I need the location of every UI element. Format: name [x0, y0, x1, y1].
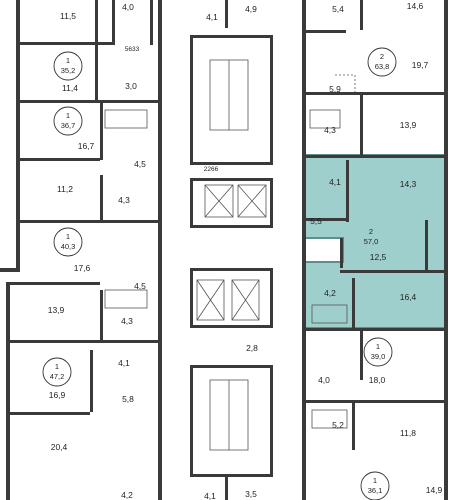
apt-area: 40,3 [61, 242, 76, 251]
apt-area: 36,1 [368, 486, 383, 495]
room-area: 4,3 [118, 195, 130, 205]
apt-badge-left-3[interactable]: 1 40,3 [53, 227, 83, 257]
room-area: 11,5 [60, 11, 76, 21]
room-area: 17,6 [74, 263, 91, 273]
apt-badge-right-3[interactable]: 1 39,0 [363, 337, 393, 367]
room-area: 4,3 [121, 316, 133, 326]
room-area: 19,7 [412, 60, 429, 70]
room-area: 2266 [204, 166, 219, 173]
room-area: 12,5 [370, 252, 387, 262]
room-area: 4,1 [204, 491, 216, 500]
room-area: 16,9 [49, 390, 66, 400]
room-area: 3,0 [125, 81, 137, 91]
room-area: 4,3 [324, 125, 336, 135]
apt-rooms: 1 [376, 342, 380, 351]
room-area: 2,8 [246, 343, 258, 353]
room-area: 3,5 [245, 489, 257, 499]
room-area: 14,3 [400, 179, 417, 189]
apt-rooms: 2 [369, 227, 373, 236]
room-area: 5,4 [332, 4, 344, 14]
room-area: 16,4 [400, 292, 417, 302]
room-area: 5633 [125, 46, 140, 53]
room-area: 18,0 [369, 375, 386, 385]
apt-badge-left-4[interactable]: 1 47,2 [42, 357, 72, 387]
room-area: 4,0 [318, 375, 330, 385]
room-area: 4,2 [324, 288, 336, 298]
apt-area: 63,8 [375, 62, 390, 71]
apt-rooms: 2 [380, 52, 384, 61]
apt-rooms: 1 [55, 362, 59, 371]
room-area: 13,9 [48, 305, 65, 315]
room-area: 11,8 [400, 428, 416, 438]
apt-area: 36,7 [61, 121, 76, 130]
room-area: 4,1 [329, 177, 341, 187]
room-area: 14,6 [407, 1, 424, 11]
room-area: 16,7 [78, 141, 95, 151]
apt-badge-left-1[interactable]: 1 35,2 [53, 51, 83, 81]
room-area: 4,2 [121, 490, 133, 500]
room-area: 4,5 [134, 159, 146, 169]
room-area: 5,2 [332, 420, 344, 430]
room-area: 4,9 [245, 4, 257, 14]
room-area: 5,5 [310, 216, 322, 226]
room-area: 13,9 [400, 120, 417, 130]
room-area: 5,9 [329, 84, 341, 94]
apt-area: 39,0 [371, 352, 386, 361]
room-area: 14,9 [426, 485, 443, 495]
apt-rooms: 1 [373, 476, 377, 485]
apt-badge-right-1[interactable]: 2 63,8 [367, 47, 397, 77]
apt-rooms: 1 [66, 111, 70, 120]
apt-badge-right-4[interactable]: 1 36,1 [360, 471, 390, 500]
apt-area: 47,2 [50, 372, 65, 381]
room-area: 11,2 [57, 184, 73, 194]
room-area: 4,0 [122, 2, 134, 12]
room-area: 11,4 [62, 83, 78, 93]
room-area: 4,5 [134, 281, 146, 291]
apt-rooms: 1 [66, 56, 70, 65]
apt-badge-left-2[interactable]: 1 36,7 [53, 106, 83, 136]
apt-area: 57,0 [364, 237, 379, 246]
walls [0, 0, 448, 500]
room-area: 5,8 [122, 394, 134, 404]
apt-rooms: 1 [66, 232, 70, 241]
room-area: 4,1 [206, 12, 218, 22]
room-labels: 11,5 4,0 5633 11,4 3,0 16,7 4,5 11,2 4,3… [48, 1, 443, 500]
apt-area: 35,2 [61, 66, 76, 75]
fixtures [104, 59, 356, 451]
room-area: 20,4 [51, 442, 68, 452]
apt-badge-right-2-selected[interactable]: 2 57,0 [364, 227, 379, 246]
room-area: 4,1 [118, 358, 130, 368]
